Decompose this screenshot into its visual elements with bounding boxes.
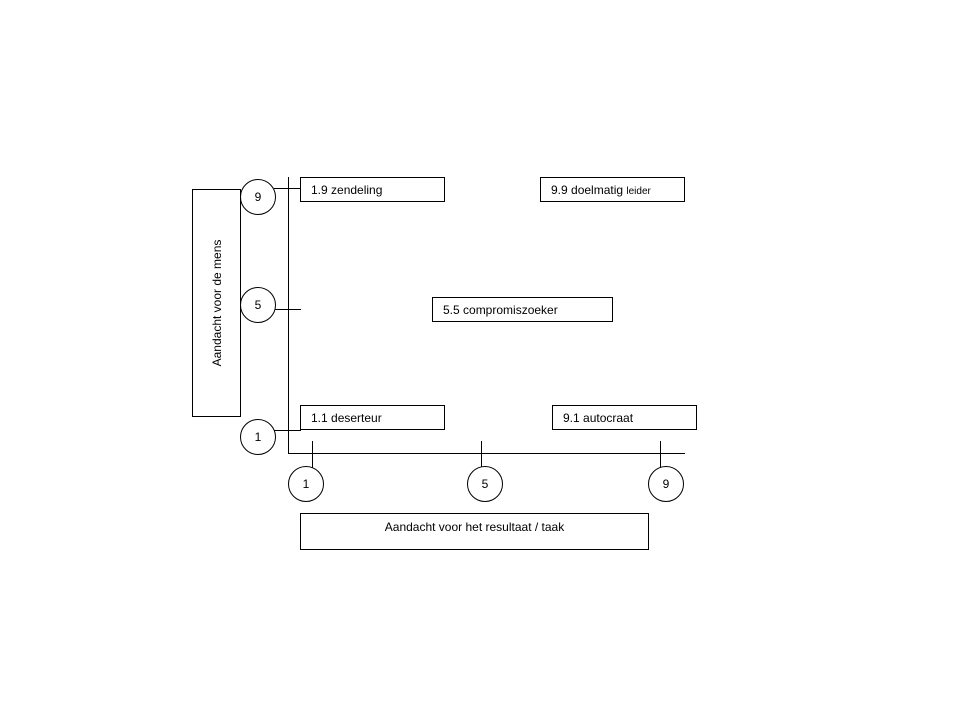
- y-axis-label: Aandacht voor de mens: [209, 239, 224, 367]
- style-box-doelmatig: 9.9 doelmatig leider: [540, 177, 685, 202]
- style-box-autocraat: 9.1 autocraat: [552, 405, 697, 430]
- y-axis-label-box: Aandacht voor de mens: [192, 189, 241, 417]
- style-label-deserteur: 1.1 deserteur: [311, 411, 382, 425]
- x-tick-9: 9: [648, 466, 684, 502]
- style-label-doelmatig-small: leider: [626, 186, 651, 197]
- style-label-doelmatig-main: 9.9 doelmatig: [551, 183, 624, 197]
- x-axis-label: Aandacht voor het resultaat / taak: [384, 520, 565, 534]
- style-box-deserteur: 1.1 deserteur: [300, 405, 445, 430]
- x-tick-5-line: [481, 441, 482, 468]
- x-tick-1-line: [312, 441, 313, 468]
- x-tick-1: 1: [288, 466, 324, 502]
- y-axis-line: [288, 177, 289, 454]
- x-axis-line: [288, 453, 685, 454]
- style-label-zendeling: 1.9 zendeling: [311, 183, 383, 197]
- y-tick-5: 5: [240, 287, 276, 323]
- style-box-zendeling: 1.9 zendeling: [300, 177, 445, 202]
- x-axis-label-box: Aandacht voor het resultaat / taak: [300, 513, 649, 550]
- y-tick-5-line: [274, 309, 301, 310]
- y-tick-9: 9: [240, 179, 276, 215]
- x-tick-5: 5: [467, 466, 503, 502]
- style-label-doelmatig: 9.9 doelmatig leider: [551, 184, 651, 197]
- y-tick-1: 1: [240, 419, 276, 455]
- x-tick-9-line: [660, 441, 661, 468]
- style-label-compromis: 5.5 compromiszoeker: [443, 303, 558, 317]
- style-box-compromis: 5.5 compromiszoeker: [432, 297, 613, 322]
- y-tick-1-line: [274, 430, 301, 431]
- y-tick-9-line: [274, 188, 301, 189]
- style-label-autocraat: 9.1 autocraat: [563, 411, 634, 425]
